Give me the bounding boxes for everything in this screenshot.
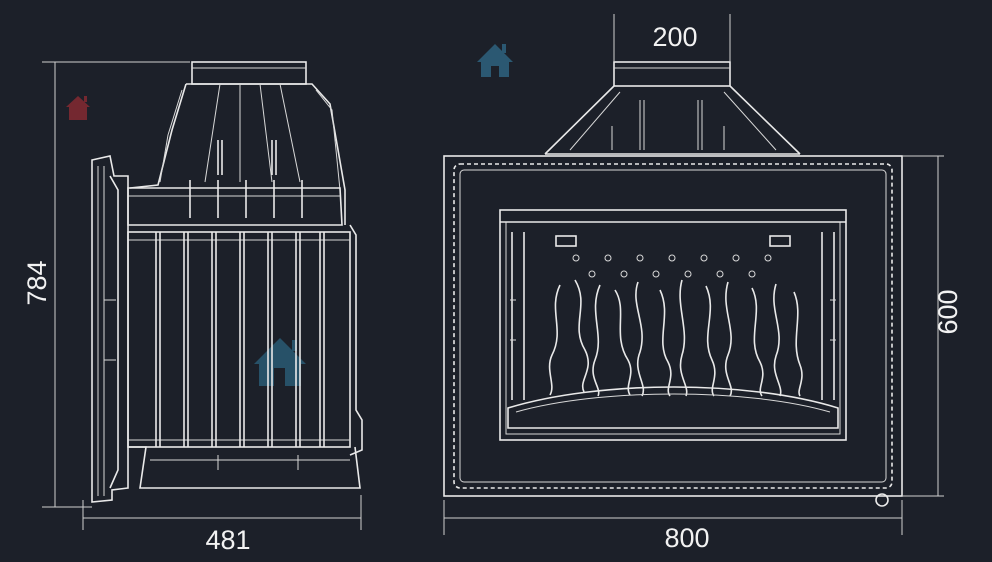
air-holes (572, 254, 772, 278)
house-icon (254, 338, 306, 386)
front-view (443, 61, 903, 507)
side-view (91, 61, 363, 503)
side-height-dimension: 784 (22, 61, 190, 508)
front-height-dimension: 600 (902, 155, 963, 497)
front-height-label: 600 (933, 289, 963, 334)
side-height-label: 784 (22, 260, 52, 305)
side-width-label: 481 (205, 525, 250, 555)
flue-diameter-label: 200 (652, 22, 697, 52)
flue-dimension: 200 (613, 14, 731, 62)
side-width-dimension: 481 (82, 495, 362, 555)
front-width-label: 800 (664, 523, 709, 553)
house-icon (477, 44, 513, 77)
flames (548, 279, 803, 397)
house-icon (66, 96, 90, 120)
front-width-dimension: 800 (443, 500, 903, 553)
